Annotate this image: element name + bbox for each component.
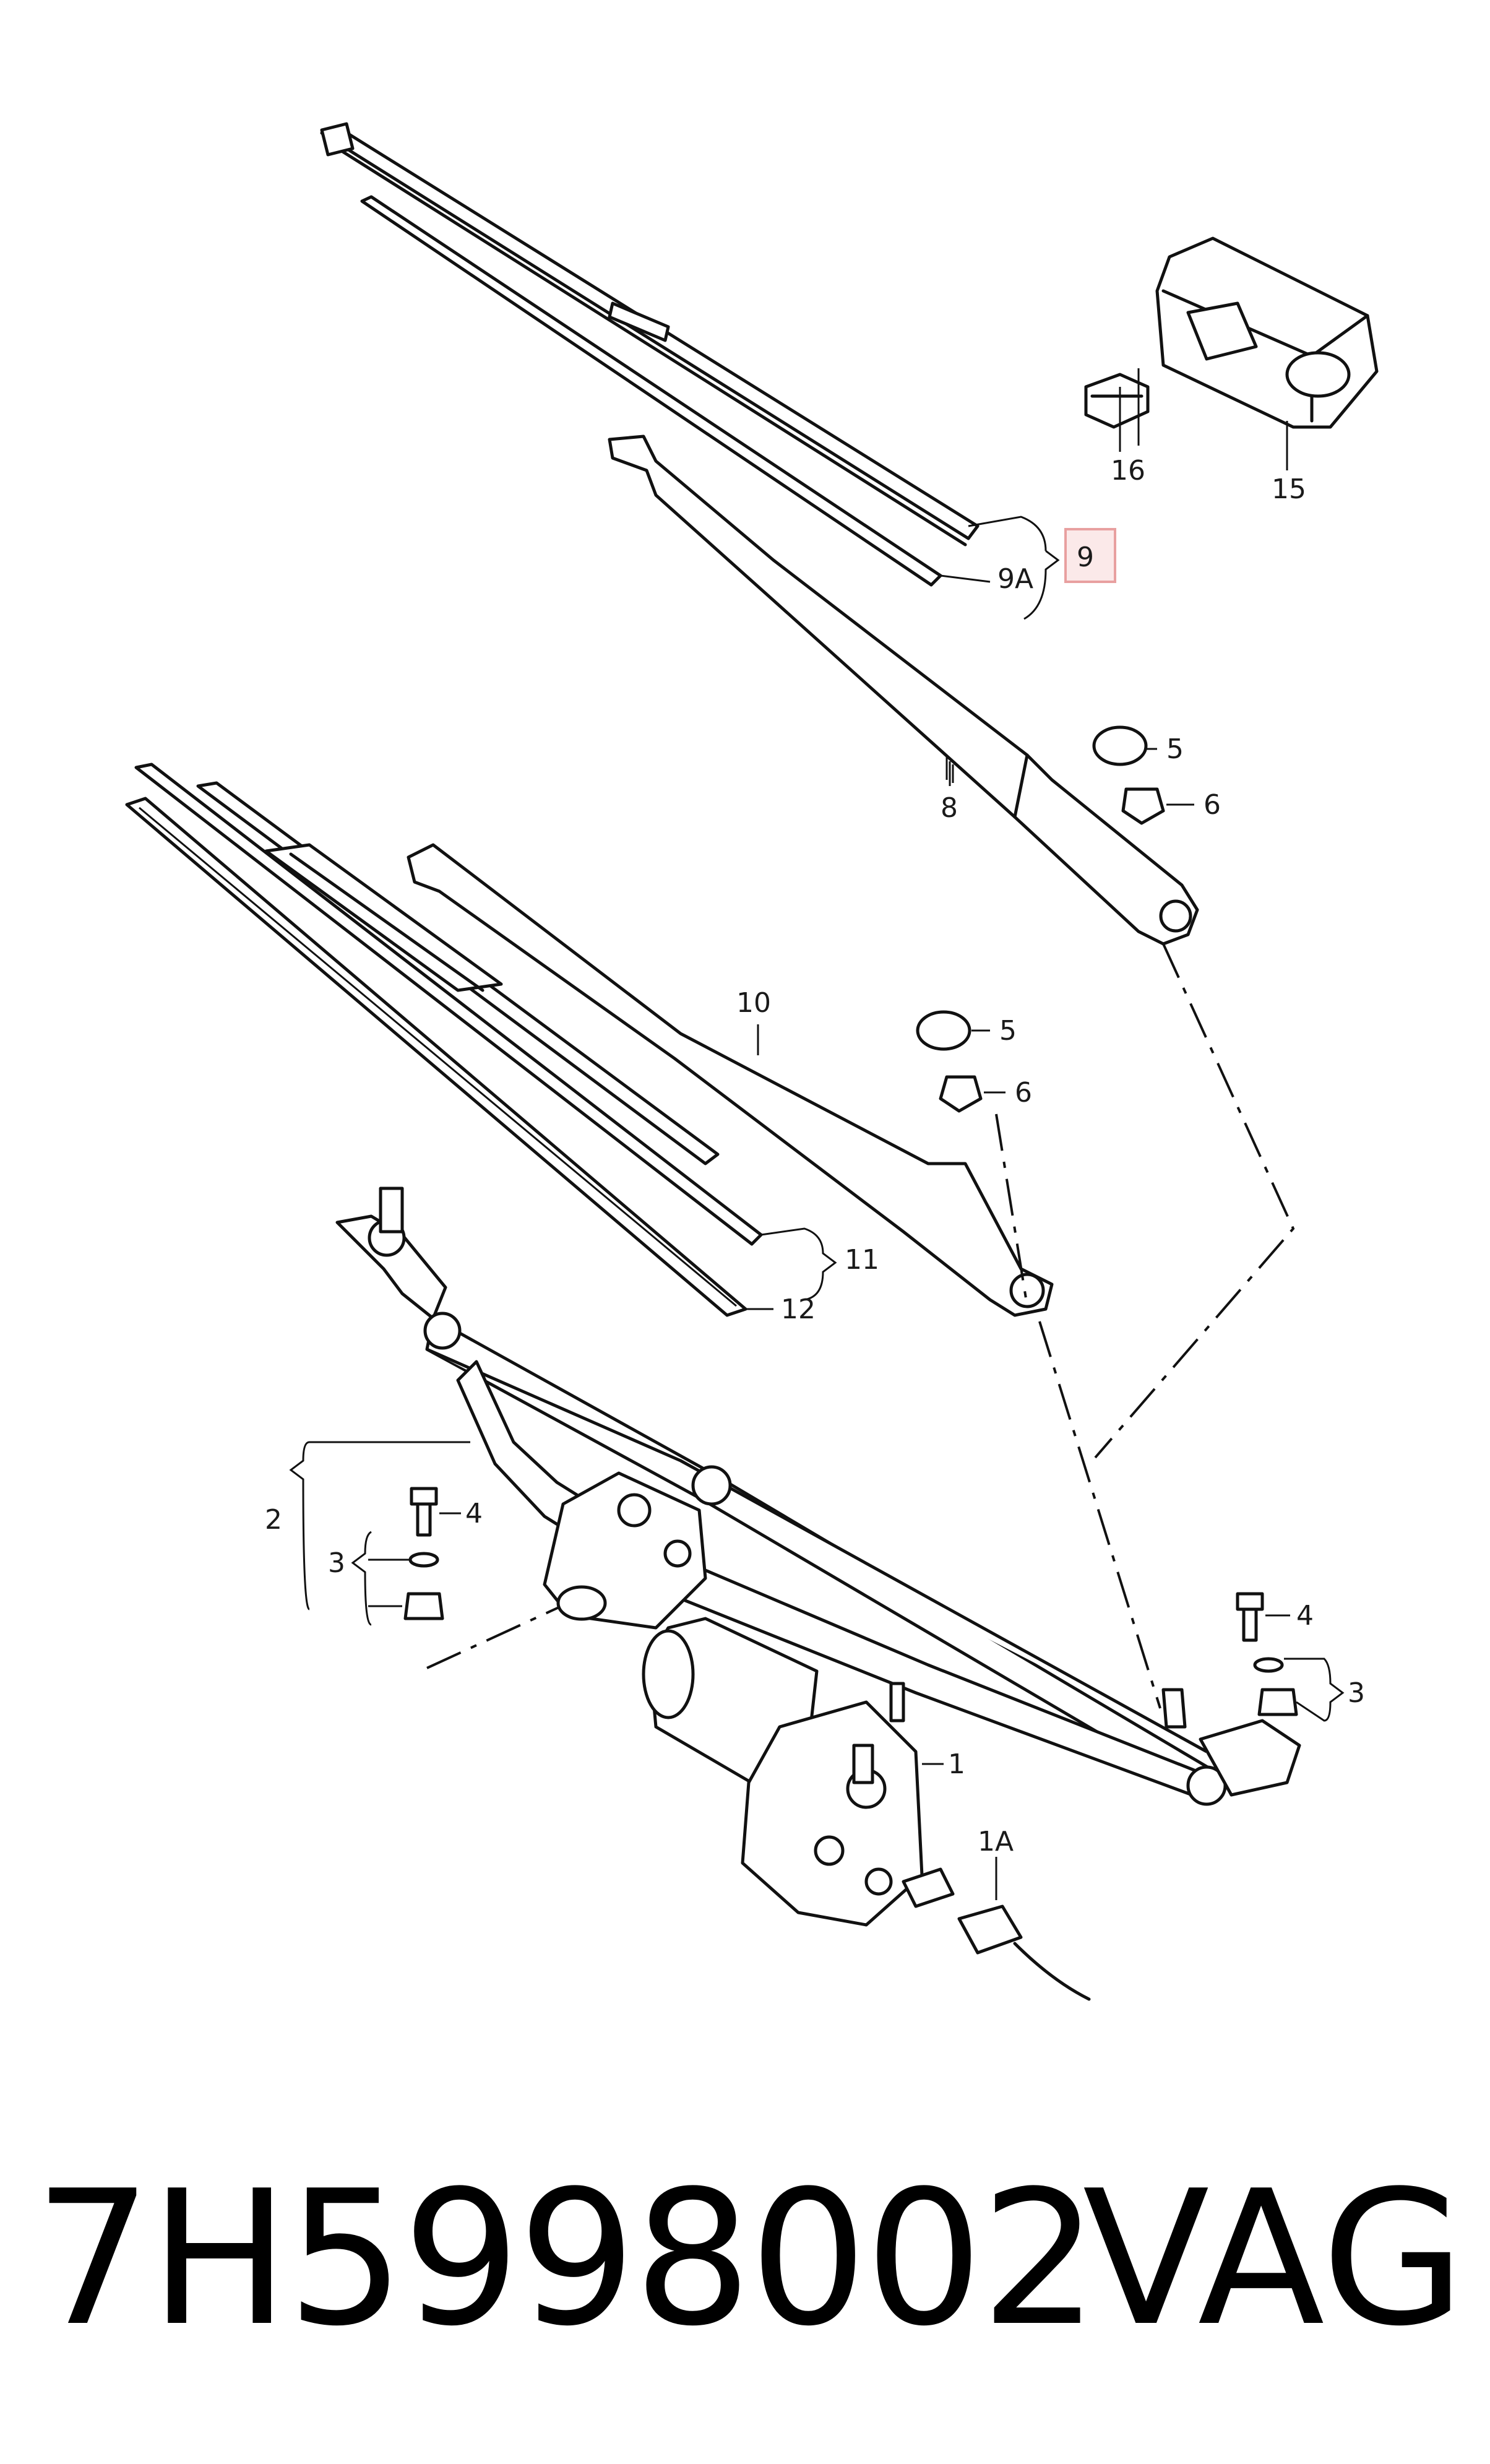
callout-3-left: 3 <box>328 1547 345 1579</box>
wiper-blade-11 <box>134 763 763 1246</box>
callout-12: 12 <box>781 1294 816 1325</box>
callout-10: 10 <box>736 987 771 1019</box>
callout-4-left: 4 <box>465 1498 483 1529</box>
callout-9: 9 <box>1077 542 1094 573</box>
washer-3-left <box>408 1552 439 1568</box>
wiper-rubber-9A <box>360 195 942 587</box>
connector-16 <box>1084 373 1150 429</box>
bolt-4-right <box>1236 1592 1264 1642</box>
callout-5-upper: 5 <box>1166 733 1184 765</box>
bolt-4-left <box>410 1487 438 1537</box>
callout-1: 1 <box>948 1749 965 1780</box>
callout-8: 8 <box>941 792 958 824</box>
callout-6-upper: 6 <box>1204 789 1221 821</box>
brand-label: VAG <box>1082 2151 1465 2367</box>
cap-5-lower <box>916 1010 971 1051</box>
wiper-arm-10 <box>407 843 1054 1317</box>
nut-6-lower <box>939 1075 983 1113</box>
control-unit-15 <box>1155 236 1379 429</box>
wiper-motor-1 <box>642 1617 924 1927</box>
linkage-frame-2 <box>335 1187 1301 1806</box>
motor-connector-1A <box>902 1867 1091 2001</box>
callout-9A: 9A <box>997 563 1033 595</box>
callout-5-lower: 5 <box>999 1015 1017 1047</box>
callout-labels: 9 9A 16 15 5 6 8 10 5 6 11 12 2 4 3 4 3 … <box>265 455 1365 1857</box>
washer-3-right <box>1253 1657 1284 1673</box>
highlight-box-9 <box>1064 528 1116 583</box>
callout-16: 16 <box>1111 455 1145 486</box>
assembly-lines <box>426 943 1295 1709</box>
callout-4-right: 4 <box>1296 1600 1314 1632</box>
rubber-mount-3-left <box>403 1592 444 1620</box>
leader-lines <box>289 368 1345 1900</box>
footer: 7H5998002 VAG <box>0 2148 1490 2371</box>
wiper-blade-9 <box>320 122 980 547</box>
callout-15: 15 <box>1272 473 1306 505</box>
callout-2: 2 <box>265 1504 282 1536</box>
cap-5-upper <box>1092 725 1148 766</box>
part-number-label: 7H5998002 <box>34 2151 1099 2367</box>
callout-1A: 1A <box>978 1826 1014 1857</box>
rubber-mount-3-right <box>1257 1688 1298 1716</box>
wiper-arm-8 <box>608 434 1199 946</box>
nut-6-upper <box>1121 787 1165 825</box>
callout-3-right: 3 <box>1348 1677 1365 1709</box>
callout-6-lower: 6 <box>1015 1077 1032 1109</box>
callout-11: 11 <box>845 1244 879 1276</box>
